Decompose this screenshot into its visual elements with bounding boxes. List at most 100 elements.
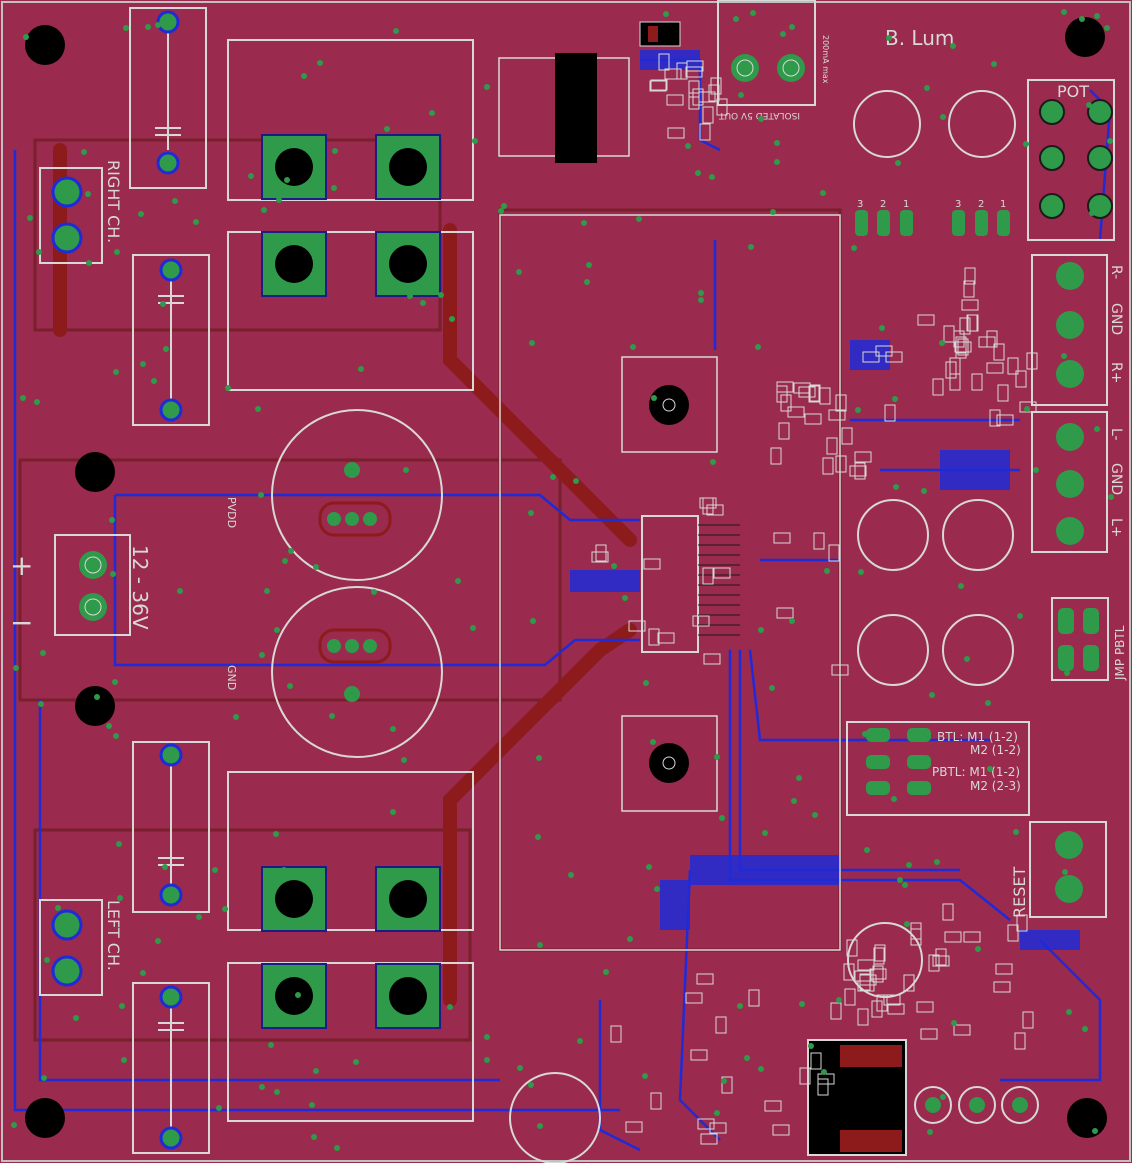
smd-part [843, 963, 855, 981]
via [975, 946, 981, 952]
via [611, 563, 617, 569]
via [864, 847, 870, 853]
via [284, 177, 290, 183]
via [770, 209, 776, 215]
pin-label: 1 [1000, 199, 1006, 210]
smd-part [696, 973, 714, 985]
smd-part [804, 413, 822, 425]
via [737, 1003, 743, 1009]
via [891, 796, 897, 802]
via [287, 683, 293, 689]
via [40, 650, 46, 656]
smd-part [700, 1133, 718, 1145]
smd-components [591, 53, 1038, 1145]
mounting-hole-icon [25, 1098, 65, 1138]
smd-part [1019, 401, 1037, 413]
smd-part [798, 386, 816, 398]
via [484, 1057, 490, 1063]
smd-part [854, 462, 866, 480]
via [537, 1123, 543, 1129]
via [821, 1069, 827, 1075]
smd-part [810, 1052, 822, 1070]
smd-part [610, 1025, 622, 1043]
smd-part [862, 351, 880, 363]
bulk-capacitors [271, 409, 443, 758]
heatsink-hole-icon [649, 743, 689, 783]
via [780, 31, 786, 37]
smd-part [628, 620, 646, 632]
via [622, 595, 628, 601]
smd-part [920, 1028, 938, 1040]
heatsink-mount-top [621, 356, 718, 453]
via [568, 872, 574, 878]
via [138, 211, 144, 217]
smd-part [709, 1122, 727, 1134]
via [789, 618, 795, 624]
via [216, 1105, 222, 1111]
smd-part [964, 267, 976, 285]
smd-part [1007, 924, 1019, 942]
left-channel-label: LEFT CH. [104, 900, 123, 971]
via [1017, 613, 1023, 619]
via [886, 35, 892, 41]
via [358, 366, 364, 372]
smd-part [986, 362, 1004, 374]
via [698, 290, 704, 296]
via [177, 588, 183, 594]
btl-m1-label: BTL: M1 (1-2) [937, 730, 1018, 744]
via [744, 1055, 750, 1061]
via [762, 830, 768, 836]
via [636, 216, 642, 222]
via [1061, 353, 1067, 359]
via [116, 841, 122, 847]
via [750, 10, 756, 16]
via [427, 177, 433, 183]
via [1079, 16, 1085, 22]
via [769, 685, 775, 691]
via [390, 726, 396, 732]
via [906, 862, 912, 868]
smd-part [748, 989, 760, 1007]
diode [639, 21, 681, 47]
via [429, 110, 435, 116]
smd-part [688, 92, 700, 110]
via [1066, 1009, 1072, 1015]
smd-part [772, 1124, 790, 1136]
via [36, 249, 42, 255]
smd-part [966, 314, 978, 332]
via [517, 1065, 523, 1071]
smd-part [710, 77, 722, 95]
via [895, 160, 901, 166]
jmp-pbtl-label: JMP PBTL [1113, 625, 1127, 681]
via [799, 1001, 805, 1007]
smd-part [995, 963, 1013, 975]
via [401, 757, 407, 763]
smd-part [997, 384, 1009, 402]
smd-part [916, 1001, 934, 1013]
pbtl-m2-label: M2 (2-3) [970, 779, 1021, 793]
via [498, 208, 504, 214]
via [371, 589, 377, 595]
smd-part [957, 338, 969, 356]
via [642, 1073, 648, 1079]
via [796, 775, 802, 781]
smd-part [917, 314, 935, 326]
via [81, 149, 87, 155]
via [259, 1084, 265, 1090]
via [233, 714, 239, 720]
via [902, 882, 908, 888]
smd-part [702, 106, 714, 124]
via [851, 245, 857, 251]
smd-part [932, 955, 950, 967]
via [721, 1078, 727, 1084]
via [719, 815, 725, 821]
l-gnd-label: GND [1108, 463, 1124, 495]
smd-part [703, 653, 721, 665]
via [472, 138, 478, 144]
via [709, 174, 715, 180]
smd-part [692, 88, 704, 106]
via [824, 568, 830, 574]
via [573, 478, 579, 484]
via [1062, 869, 1068, 875]
